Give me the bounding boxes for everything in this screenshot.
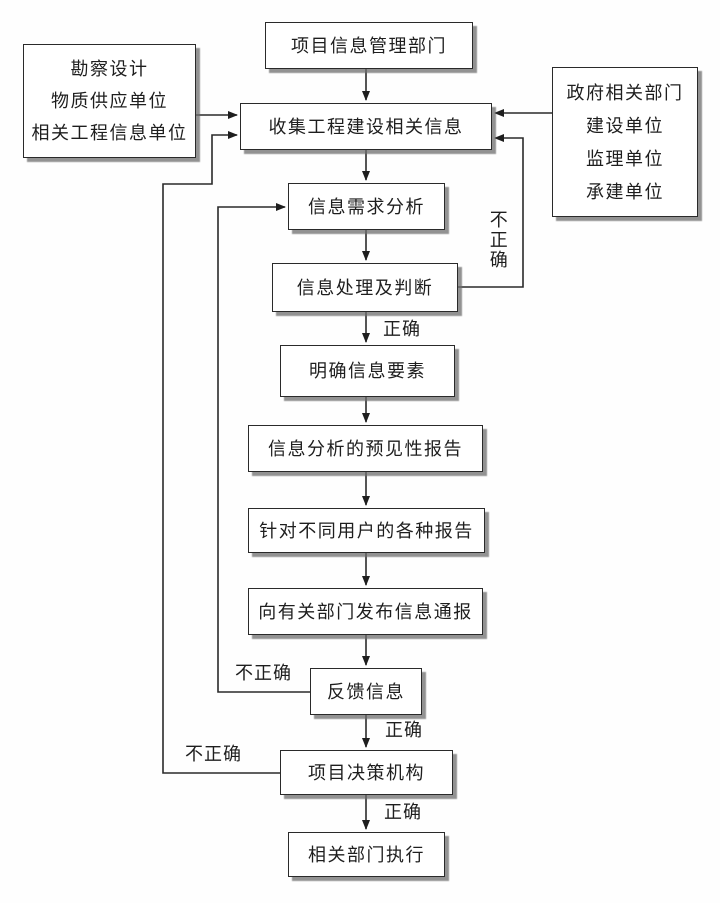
node-label: 反馈信息	[327, 681, 405, 702]
node-label: 项目信息管理部门	[291, 35, 447, 56]
node-feedback: 反馈信息	[310, 668, 422, 715]
node-label: 针对不同用户的各种报告	[259, 520, 474, 541]
node-label: 信息处理及判断	[296, 277, 434, 298]
node-right-sources: 政府相关部门 建设单位 监理单位 承建单位	[552, 67, 698, 217]
node-notify-depts: 向有关部门发布信息通报	[248, 588, 483, 635]
node-execute: 相关部门执行	[288, 832, 445, 877]
node-label: 向有关部门发布信息通报	[258, 601, 473, 622]
node-label: 项目决策机构	[308, 762, 425, 783]
node-label: 相关工程信息单位	[31, 123, 188, 143]
connector-feedback-incorrect-to-analysis	[217, 203, 310, 693]
node-clarify-elements: 明确信息要素	[280, 345, 455, 397]
node-collect-info: 收集工程建设相关信息	[240, 103, 492, 150]
node-label: 明确信息要素	[309, 361, 426, 381]
edge-label-correct-after-judge: 正确	[383, 319, 421, 339]
node-label: 信息需求分析	[308, 196, 425, 217]
node-user-reports: 针对不同用户的各种报告	[248, 508, 485, 553]
node-demand-analysis: 信息需求分析	[288, 183, 445, 230]
node-left-sources: 勘察设计 物质供应单位 相关工程信息单位	[23, 44, 196, 158]
node-label: 物质供应单位	[51, 91, 168, 111]
node-label: 监理单位	[586, 148, 664, 169]
node-label: 信息分析的预见性报告	[268, 438, 463, 459]
node-label: 建设单位	[586, 115, 664, 136]
node-label: 承建单位	[586, 181, 664, 202]
edge-label-incorrect-from-decision: 不正确	[185, 744, 242, 764]
node-decision-body: 项目决策机构	[280, 750, 453, 795]
connector-decision-incorrect-to-collect	[162, 131, 280, 774]
node-label: 政府相关部门	[566, 82, 684, 103]
node-label: 相关部门执行	[308, 844, 425, 865]
node-project-info-dept: 项目信息管理部门	[265, 22, 473, 69]
edge-label-correct-after-feedback: 正确	[385, 720, 423, 740]
connector-judge-incorrect-to-collect	[458, 134, 524, 288]
edge-label-incorrect-from-feedback: 不正确	[235, 663, 292, 683]
edge-label-incorrect-from-judge: 不正确	[487, 210, 508, 270]
node-label: 收集工程建设相关信息	[268, 116, 464, 137]
node-forecast-report: 信息分析的预见性报告	[248, 425, 483, 472]
node-label: 勘察设计	[70, 59, 149, 79]
edge-label-correct-after-decision: 正确	[384, 802, 422, 822]
node-process-judge: 信息处理及判断	[272, 263, 458, 312]
